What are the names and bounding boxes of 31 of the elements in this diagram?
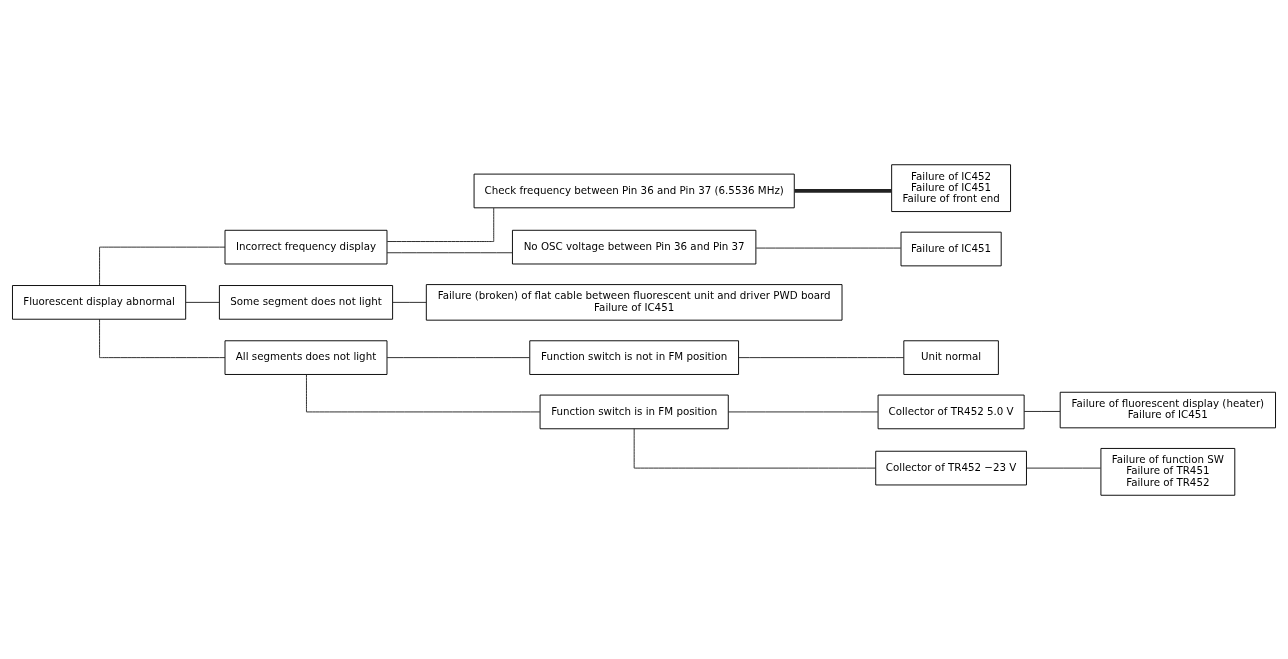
connector [794,188,892,193]
node-box: Failure (broken) of flat cable between fluorescent unit and driver PWD board Failure of IC451 [425,283,843,321]
node-box: Some segment does not light [218,284,394,320]
node-box: Incorrect frequency display [224,229,388,264]
node-box: Check frequency between Pin 36 and Pin 37 (6.5536 MHz) [473,173,795,208]
connector [99,318,226,358]
connector [738,356,905,358]
node-box: No OSC voltage between Pin 36 and Pin 37 [512,229,757,264]
connector [727,410,879,412]
connector [386,207,495,242]
node-box: Failure of function SW Failure of TR451 Failure of TR452 [1100,447,1236,496]
node-box: Unit normal [903,339,999,375]
node-box: Failure of IC451 [900,231,1002,266]
connector [386,356,530,358]
node-box: All segments does not light [224,339,388,375]
node-box: Collector of TR452 −23 V [875,450,1027,485]
connector [306,373,541,412]
connector [633,427,877,469]
node-box: Fluorescent display abnormal [12,284,187,320]
node-box: Failure of IC452 Failure of IC451 Failure of front end [891,163,1012,212]
connector [1026,467,1102,469]
connector [392,301,427,303]
node-box: Function switch is not in FM position [529,339,740,375]
node-box: Collector of TR452 5.0 V [877,394,1025,429]
connector [386,251,513,253]
connector [185,301,220,303]
node-box: Function switch is in FM position [539,394,729,429]
connector [1023,410,1061,412]
connector [99,246,226,286]
connector [755,247,902,249]
node-box: Failure of fluorescent display (heater) Failure of IC451 [1059,391,1276,428]
